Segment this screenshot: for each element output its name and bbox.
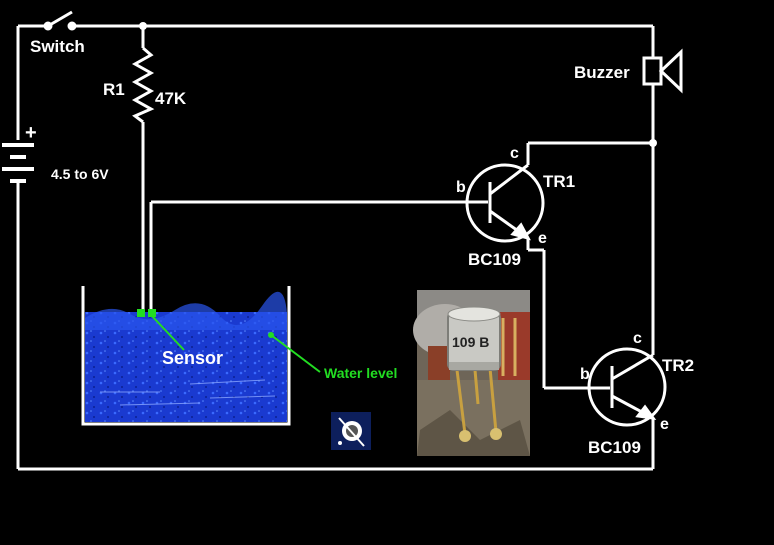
small-logo-icon [331,412,371,450]
r1-value-label: 47K [155,89,187,108]
battery-voltage-label: 4.5 to 6V [51,166,109,182]
wires [16,24,655,471]
tr1-name-label: TR1 [543,172,575,191]
resistor-symbol [131,46,155,124]
water-level-pointer-line [270,334,321,373]
tr2-part-label: BC109 [588,438,641,457]
tr2-collector-label: c [633,330,642,347]
switch-label: Switch [30,37,85,56]
buzzer-label: Buzzer [574,63,630,82]
tr1-collector-label: c [510,145,519,162]
tr2-name-label: TR2 [662,356,694,375]
switch-symbol [43,10,77,31]
transistor-tr1 [465,143,545,243]
tr1-base-label: b [456,179,466,196]
water-level-label: Water level [324,365,397,381]
sensor-probes [137,309,156,317]
r1-label: R1 [103,80,125,99]
transistor-photo: 109 B [413,290,530,456]
battery-plus-label: + [25,122,37,144]
tr1-part-label: BC109 [468,250,521,269]
water-tank [81,286,291,426]
tr1-emitter-label: e [538,230,547,247]
sensor-label: Sensor [162,348,223,368]
transistor-tr2 [587,347,667,427]
tr2-emitter-label: e [660,416,669,433]
junction-dots [139,22,657,147]
buzzer-symbol [642,48,683,94]
sensor-pointer-line [151,315,185,351]
battery-symbol [2,143,34,183]
photo-marking-text: 109 B [452,334,489,350]
tr2-base-label: b [580,366,590,383]
